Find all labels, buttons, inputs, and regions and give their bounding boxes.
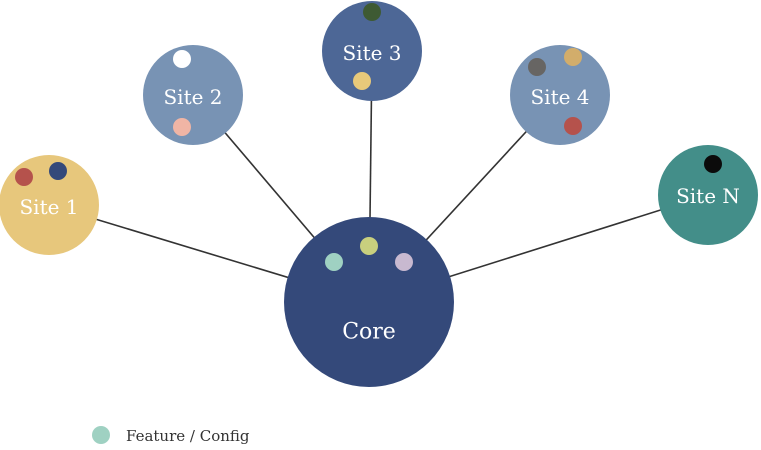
site-node-2-circle: [143, 45, 243, 145]
site-node-2-feature-dot: [173, 118, 191, 136]
site-node-5-label: Site N: [676, 184, 740, 208]
core-node-label: Core: [342, 320, 396, 345]
site-node-3[interactable]: Site 3: [322, 1, 422, 101]
site-node-1[interactable]: Site 1: [0, 155, 99, 255]
core-node-feature-dot: [360, 237, 378, 255]
site-node-4-label: Site 4: [530, 85, 589, 109]
site-node-1-label: Site 1: [19, 195, 78, 219]
site-node-2-feature-dot: [173, 50, 191, 68]
site-node-4-feature-dot: [564, 117, 582, 135]
core-node-feature-dot: [325, 253, 343, 271]
site-node-4-feature-dot: [528, 58, 546, 76]
legend-feature-dot: [92, 426, 110, 444]
site-node-3-label: Site 3: [342, 41, 401, 65]
site-node-4[interactable]: Site 4: [510, 45, 610, 145]
site-node-3-feature-dot: [363, 3, 381, 21]
site-node-5-circle: [658, 145, 758, 245]
site-node-2-label: Site 2: [163, 85, 222, 109]
site-node-2[interactable]: Site 2: [143, 45, 243, 145]
legend-label: Feature / Config: [126, 427, 250, 445]
site-node-4-feature-dot: [564, 48, 582, 66]
site-node-3-circle: [322, 1, 422, 101]
site-node-1-feature-dot: [49, 162, 67, 180]
nodes-group: Site 1 Site 2 Site 3 Site 4 Site N Core: [0, 1, 758, 387]
core-node[interactable]: Core: [284, 217, 454, 387]
site-node-5-feature-dot: [704, 155, 722, 173]
core-node-feature-dot: [395, 253, 413, 271]
site-node-5[interactable]: Site N: [658, 145, 758, 245]
site-node-3-feature-dot: [353, 72, 371, 90]
site-node-1-feature-dot: [15, 168, 33, 186]
legend: Feature / Config: [92, 426, 250, 445]
